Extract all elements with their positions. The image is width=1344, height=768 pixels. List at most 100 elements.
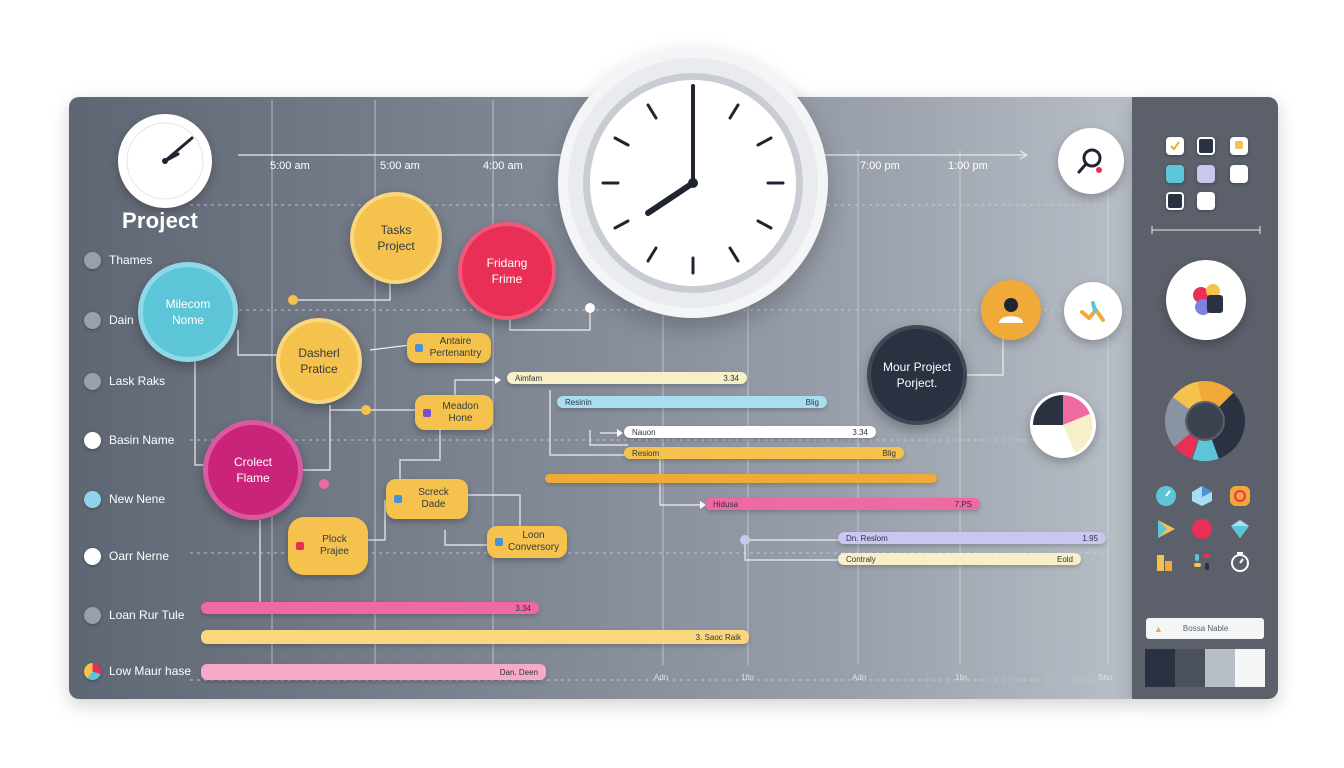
bar-label: Nauon [632,427,656,437]
chart-app-icon[interactable] [1155,551,1177,573]
row-dot [84,431,101,449]
bar-value: Blig [805,397,819,407]
cube-app-icon[interactable] [1191,485,1213,507]
task-pill-plock[interactable]: Plock Prajee [288,517,368,575]
pie-chart-icon[interactable] [1030,392,1096,458]
play-app-icon[interactable] [1155,518,1177,540]
pill-label: Meadon Hone [442,400,479,424]
task-bubble-most[interactable]: Mour Project Porject. [867,325,967,425]
timer-app-icon[interactable] [1229,551,1251,573]
row-label: Oarr Nerne [109,549,170,563]
row-item[interactable]: Lask Raks [84,371,165,391]
bar-label: Resinin [565,397,592,407]
row-item[interactable]: Low Maur hase [84,661,191,681]
color-swatch-slate[interactable] [1175,649,1205,687]
color-swatch-navy[interactable] [1145,649,1175,687]
bar-label: Dn. Reslom [846,533,888,543]
gantt-bar[interactable]: Dan. Deen [201,664,546,680]
app-logo-icon[interactable] [1166,260,1246,340]
dark-tile-icon[interactable] [1197,137,1215,155]
axis-tick: 1ltn [741,673,754,682]
row-item[interactable]: Loan Rur Tule [84,605,184,625]
square-icon [296,542,304,550]
row-label: New Nene [109,492,166,506]
user-avatar-icon[interactable] [981,280,1041,340]
timeline-label: 1:00 pm [948,160,988,172]
blank-tile-icon[interactable] [1197,192,1215,210]
record-app-icon[interactable] [1191,518,1213,540]
blank-tile-icon[interactable] [1230,165,1248,183]
row-label: Dain [109,313,134,327]
row-label: Low Maur hase [109,664,192,678]
dark-tile-icon[interactable] [1166,192,1184,210]
timeline-label: 7:00 pm [860,160,900,172]
bar-value: Blig [882,448,896,458]
row-item[interactable]: Dain [84,310,134,330]
main-clock-icon [558,48,828,318]
task-bubble-welcome[interactable]: Milecom Nome [138,262,238,362]
check-flag-icon[interactable] [1064,282,1122,340]
row-item[interactable]: New Nene [84,489,165,509]
search-icon[interactable] [1058,128,1124,194]
color-swatch-grey[interactable] [1205,649,1235,687]
row-dot [84,251,101,269]
lavender-tile-icon[interactable] [1197,165,1215,183]
gantt-bar[interactable]: Nauon 3.34 [624,426,876,438]
slack-app-icon[interactable] [1191,551,1213,573]
row-item[interactable]: Basin Name [84,430,174,450]
bar-value: Dan. Deen [499,667,538,677]
pill-label: Screck Dade [418,487,449,510]
note-tile-icon[interactable] [1230,137,1248,155]
sidebar-search-input[interactable]: ▲ Bossa Nable [1146,618,1264,639]
row-item[interactable]: Thames [84,250,152,270]
task-bubble-tasks[interactable]: Tasks Project [350,192,442,284]
gantt-bar[interactable]: Aimfam 3.34 [507,372,747,384]
row-dot [84,372,101,390]
row-dot [84,606,101,624]
axis-tick: Adn [654,673,669,682]
task-pill-screck[interactable]: Screck Dade [386,479,468,519]
gantt-bar[interactable] [545,474,937,483]
bar-label: Aimfam [515,373,543,383]
axis-tick: Adn [852,673,867,682]
row-dot [84,662,101,680]
bar-label: Hidusa [713,499,738,509]
gantt-bar[interactable]: 3.34 [201,602,539,614]
bar-value: 7.PS [954,499,972,509]
gantt-bar[interactable]: Dn. Reslom 1.95 [838,532,1106,544]
search-placeholder: Bossa Nable [1182,624,1229,633]
bar-value: Eold [1056,554,1073,564]
page-title: Project [122,208,198,233]
check-tile-icon[interactable] [1166,137,1184,155]
clock-app-icon[interactable] [1155,485,1177,507]
task-pill-meadon[interactable]: Meadon Hone [415,395,493,430]
task-bubble-project-frame[interactable]: Crolect Flame [203,420,303,520]
small-clock-icon [118,114,212,208]
task-bubble-fridang[interactable]: Fridang Frime [458,222,556,320]
task-pill-loon[interactable]: Loon Conversory [487,526,567,558]
timeline-label: 5:00 am [270,160,310,172]
gem-app-icon[interactable] [1229,518,1251,540]
axis-tick: Shn [1098,673,1113,682]
teal-tile-icon[interactable] [1166,165,1184,183]
row-dot [84,547,101,565]
gantt-bar[interactable]: 3. Saoc Raik [201,630,749,644]
gantt-bar[interactable]: Resinin Blig [557,396,827,408]
gantt-bar[interactable]: Hidusa 7.PS [705,498,980,510]
row-label: Loan Rur Tule [109,608,185,622]
bar-value: 3. Saoc Raik [695,632,741,642]
bar-value: 3.34 [852,427,868,437]
row-item[interactable]: Oarr Nerne [84,546,169,566]
task-pill-antaire[interactable]: Antaire Pertenantry [407,333,491,363]
bar-value: 1.95 [1082,533,1098,543]
camera-app-icon[interactable] [1229,485,1251,507]
bar-value: 3.34 [723,373,739,383]
row-label: Lask Raks [109,374,166,388]
task-bubble-dasherl[interactable]: Dasherl Pratice [276,318,362,404]
bar-value: 3.34 [515,603,531,613]
color-swatch-white[interactable] [1235,649,1265,687]
pill-label: Plock Prajee [320,534,349,557]
